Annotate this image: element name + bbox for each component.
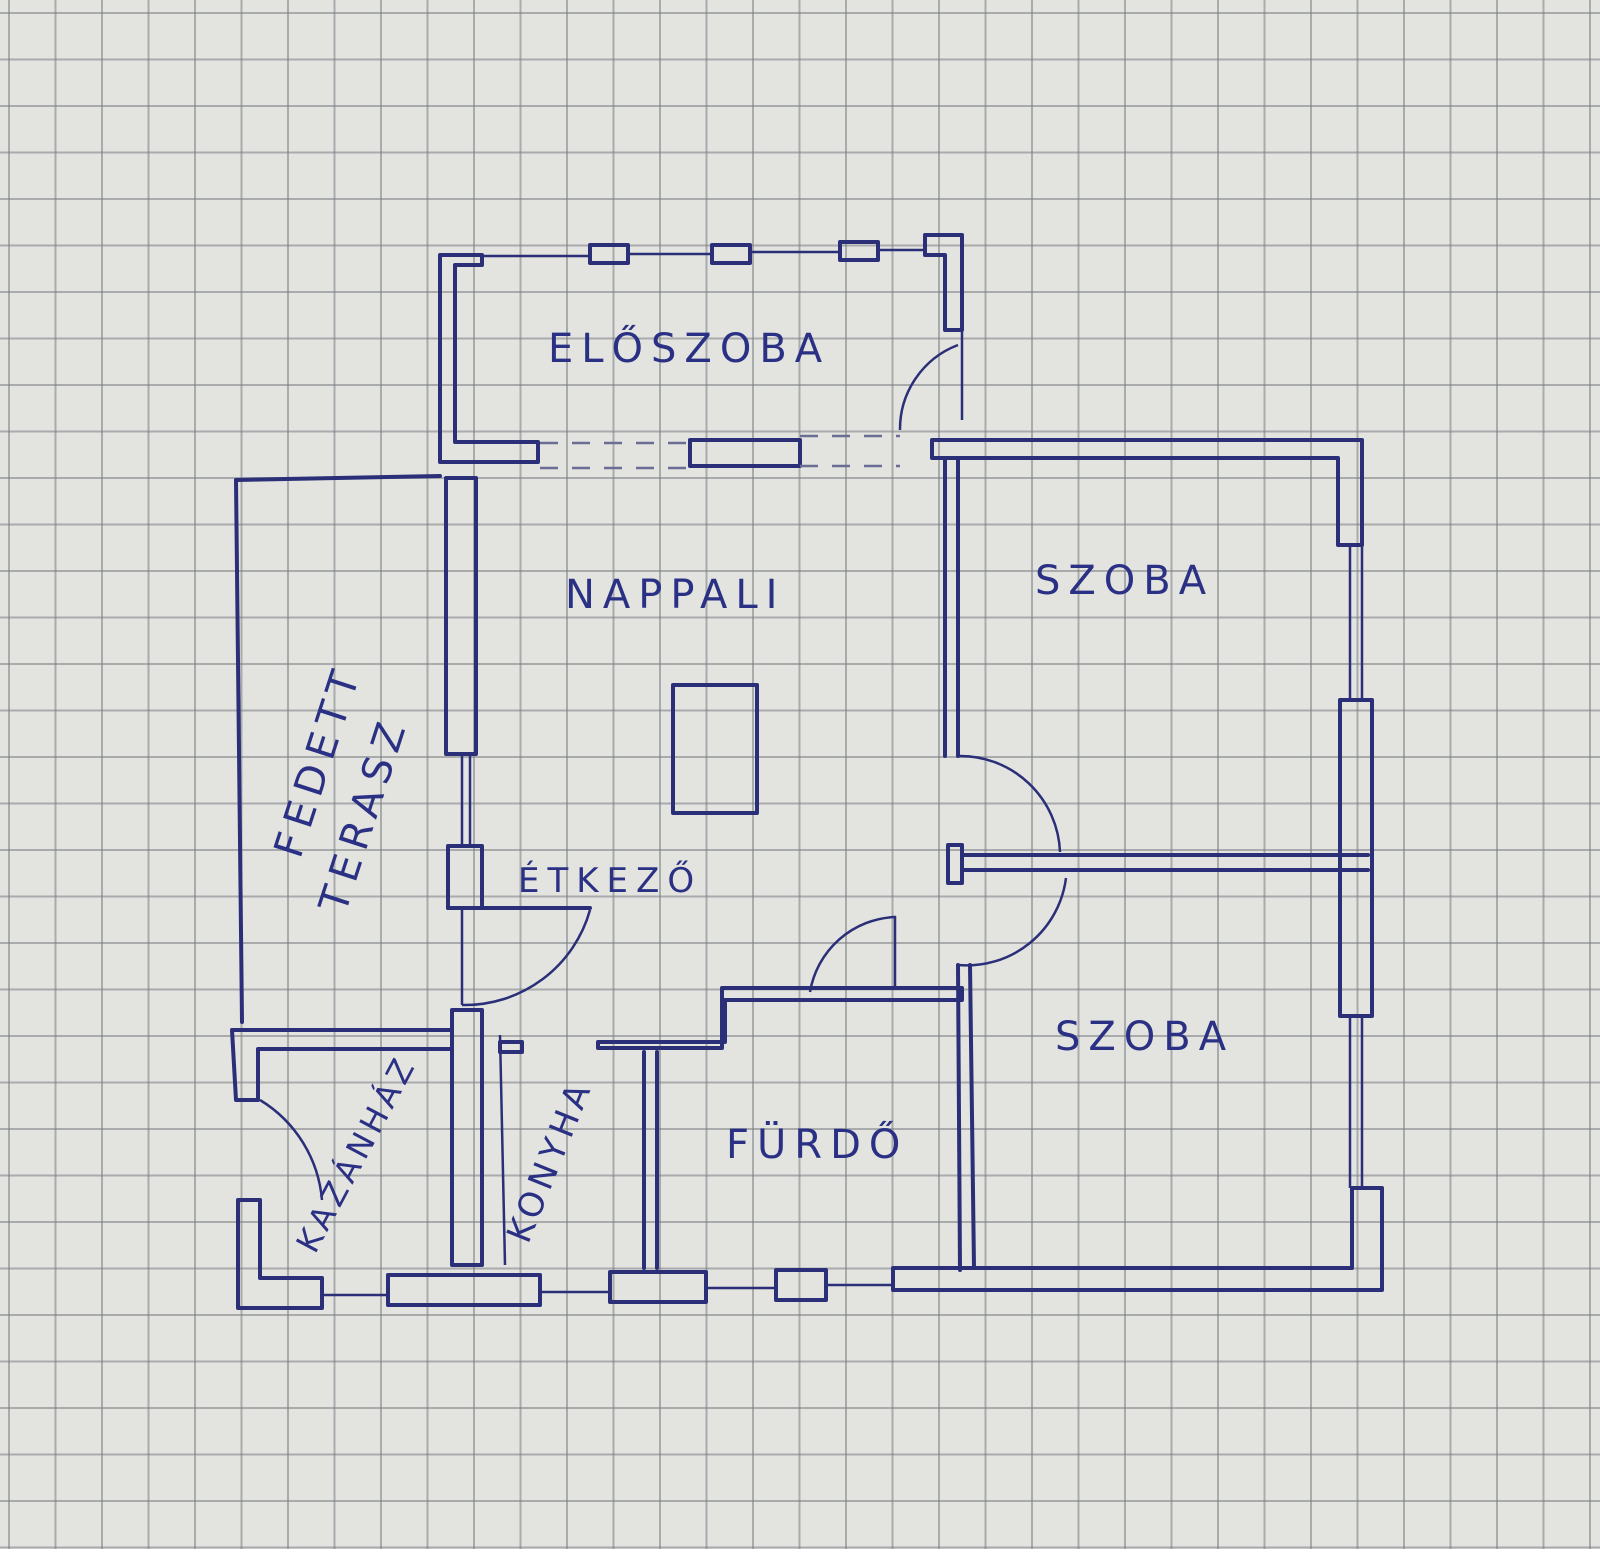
bedroom-walls xyxy=(891,438,1384,1292)
label-furdo: FÜRDŐ xyxy=(726,1119,908,1168)
label-nappali: NAPPALI xyxy=(565,572,785,618)
entry-hall-walls xyxy=(438,233,964,470)
living-walls xyxy=(234,474,759,1024)
label-szoba-2: SZOBA xyxy=(1055,1014,1234,1060)
label-eloszoba: ELŐSZOBA xyxy=(548,323,830,372)
service-walls xyxy=(230,915,964,1310)
label-konyha: KONYHA xyxy=(499,1074,601,1249)
label-szoba-1: SZOBA xyxy=(1035,558,1214,604)
label-etkezo: ÉTKEZŐ xyxy=(518,860,702,901)
